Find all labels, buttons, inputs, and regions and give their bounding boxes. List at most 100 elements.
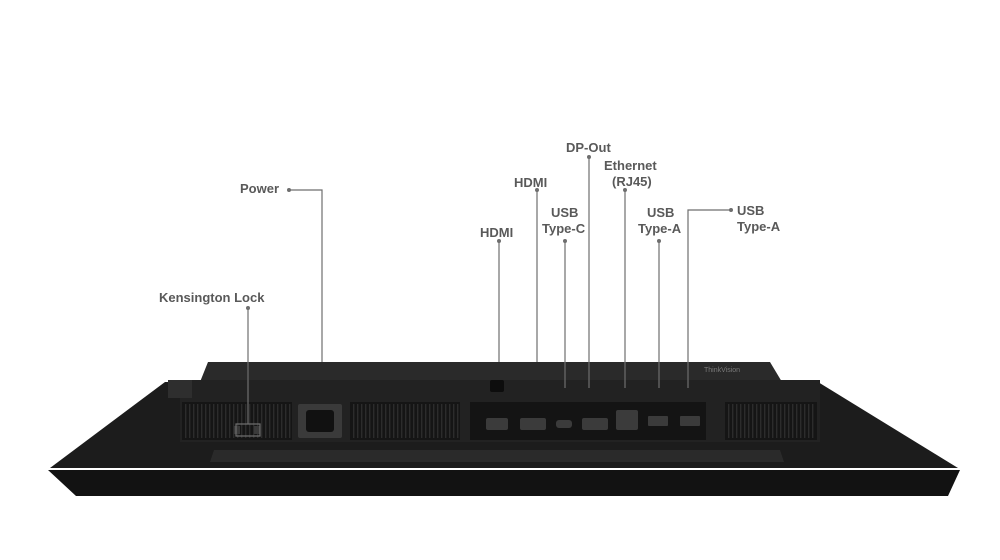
vent-slat [433,404,435,438]
vent-slat [369,404,371,438]
vent-slat [385,404,387,438]
vent-slat [389,404,391,438]
label-usb-c-line2: Type-C [542,221,586,236]
vent-slat [205,404,207,438]
label-usb-a-2-line1: USB [737,203,765,218]
vent-slat [800,404,802,438]
vent-slat [453,404,455,438]
vent-slat [401,404,403,438]
vent-slat [397,404,399,438]
stand-mount-knob [490,380,504,392]
label-hdmi-1: HDMI [480,225,514,240]
usb-a-port-1 [648,416,668,426]
vent-slat [237,404,239,438]
label-usb-a-2-line2: Type-A [737,219,781,234]
vent-slat [221,404,223,438]
vent-slat [277,404,279,438]
hdmi-port-2 [520,418,546,430]
vent-slat [429,404,431,438]
vent-slat [772,404,774,438]
vent-slat [437,404,439,438]
vent-slat [361,404,363,438]
dot-usb-a-1 [657,239,661,243]
vent-slat [201,404,203,438]
vent-slat [776,404,778,438]
vent-slat [365,404,367,438]
dot-dp-out [587,155,591,159]
vent-slat [241,404,243,438]
usb-a-port-2 [680,416,700,426]
vent-slat [213,404,215,438]
vent-slat [768,404,770,438]
leader-kensington [235,308,261,437]
vent-slat [373,404,375,438]
vent-slat [405,404,407,438]
brand-mark: ThinkVision [704,367,740,374]
dot-hdmi-1 [497,239,501,243]
vent-slat [265,404,267,438]
vent-slat [257,404,259,438]
vent-slat [357,404,359,438]
vent-slat [245,404,247,438]
vent-slat [409,404,411,438]
dot-power [287,188,291,192]
dot-hdmi-2 [535,188,539,192]
label-usb-c-line1: USB [551,205,579,220]
monitor-bottom-edge [48,470,960,496]
vent-slat [261,404,263,438]
label-ethernet-line1: Ethernet [604,158,657,173]
vent-slat [732,404,734,438]
dp-out-port [582,418,608,430]
vent-slat [736,404,738,438]
vent-grille-right [725,402,817,440]
leader-power [289,189,323,362]
vent-slat [740,404,742,438]
label-kensington-lock: Kensington Lock [159,290,265,305]
rear-housing-top [200,362,782,382]
vent-slat [185,404,187,438]
power-socket-inner [306,410,334,432]
monitor-body: ThinkVision [48,362,960,496]
vent-slat [225,404,227,438]
vent-slat [281,404,283,438]
vent-slat [269,404,271,438]
vent-slat [808,404,810,438]
vent-slat [748,404,750,438]
dot-usb-a-2 [729,208,733,212]
label-power: Power [240,181,280,196]
vent-slat [796,404,798,438]
vent-slat [441,404,443,438]
dot-usb-c [563,239,567,243]
vent-slat [381,404,383,438]
label-usb-a-1-line1: USB [647,205,675,220]
vent-slat [189,404,191,438]
vent-slat [728,404,730,438]
vent-slat [193,404,195,438]
label-ethernet-line2: (RJ45) [612,174,652,189]
vent-slat [421,404,423,438]
kensington-slot-2 [254,426,260,434]
vent-slat [784,404,786,438]
vent-slat [209,404,211,438]
vent-slat [445,404,447,438]
dot-ethernet [623,188,627,192]
ethernet-port [616,410,638,430]
vent-slat [393,404,395,438]
vent-slat [289,404,291,438]
label-dp-out: DP-Out [566,140,611,155]
vent-slat [273,404,275,438]
vent-slat [744,404,746,438]
lower-ledge [210,450,784,462]
vent-slat [752,404,754,438]
vent-slat [253,404,255,438]
vent-slat [285,404,287,438]
vent-slat [417,404,419,438]
vent-slat [425,404,427,438]
vent-slat [764,404,766,438]
leader-lines [235,157,731,437]
vent-slat [353,404,355,438]
vent-slat [756,404,758,438]
vent-slat [812,404,814,438]
